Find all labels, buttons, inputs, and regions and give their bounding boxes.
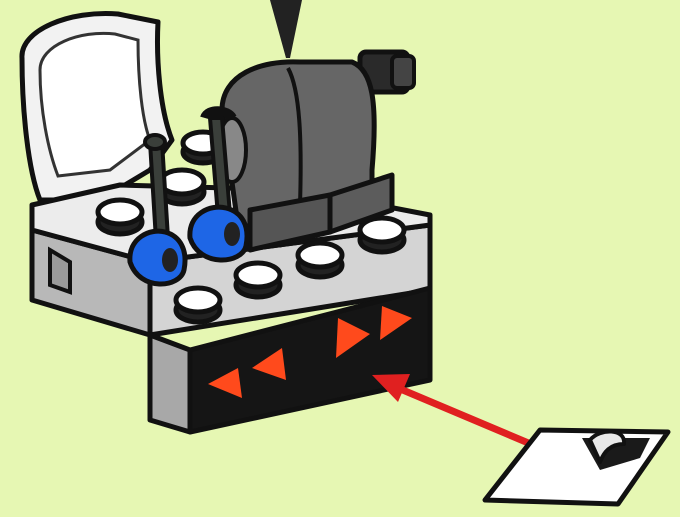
top-pointer-wedge bbox=[270, 0, 302, 58]
sticker-sheet bbox=[485, 430, 668, 504]
pointer-arrow bbox=[372, 374, 545, 450]
stud bbox=[176, 288, 220, 322]
seat-back bbox=[22, 13, 172, 200]
stud bbox=[98, 200, 142, 234]
stud bbox=[360, 218, 404, 252]
stud bbox=[236, 263, 280, 297]
stud bbox=[298, 243, 342, 277]
